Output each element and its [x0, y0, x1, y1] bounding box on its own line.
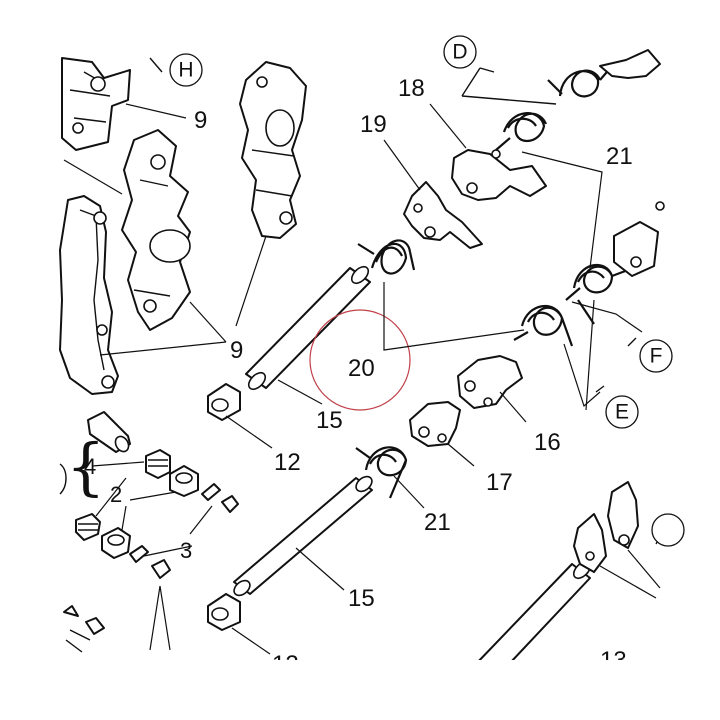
valve-spring-cap-4a	[145, 449, 171, 479]
label-3: 3	[180, 538, 192, 563]
label-17: 17	[486, 469, 513, 496]
ref-circle-d: D	[443, 35, 477, 69]
rocker-shaft-15-lower	[233, 475, 373, 597]
valve-spring-cap-4b	[75, 513, 101, 541]
camshaft-carrier-middle	[121, 129, 191, 331]
label-15-upper: 15	[316, 407, 343, 434]
ref-label-e: E	[615, 401, 629, 424]
label-15-lower: 15	[348, 585, 375, 612]
torsion-spring-top-right	[495, 112, 548, 151]
ref-circle-right-edge	[651, 513, 685, 547]
highlight-circle-20	[309, 309, 411, 411]
label-19: 19	[360, 111, 387, 138]
valve-guide-cylinder	[87, 411, 131, 453]
camshaft-carrier-left	[59, 195, 119, 395]
rocker-arm-18	[451, 149, 547, 201]
cylinder-head-casting	[61, 57, 131, 151]
rocker-arm-bottom-right-b	[607, 481, 639, 549]
rocker-arm-bottom-right-a	[573, 513, 607, 573]
rocker-arm-top-corner	[599, 49, 661, 79]
valve-spring-cap-2a	[169, 465, 199, 497]
ref-circle-f: F	[639, 339, 673, 373]
label-9-bottom: 9	[230, 337, 243, 364]
shaft-plug-12-upper	[207, 383, 241, 421]
torsion-spring-21-right	[565, 263, 629, 325]
ref-label-f: F	[650, 345, 663, 368]
rocker-arm-17	[409, 401, 461, 447]
ref-circle-h: H	[149, 53, 203, 87]
rocker-shaft-15-upper	[245, 265, 371, 391]
ref-label-d: D	[452, 41, 467, 64]
label-12: 12	[274, 449, 301, 476]
ref-circle-e: E	[605, 395, 639, 429]
torsion-spring-top-corner	[547, 65, 613, 98]
bracket-brace: {	[66, 430, 105, 503]
label-20: 20	[348, 355, 375, 382]
label-2: 2	[110, 482, 122, 507]
torsion-spring-left-top	[357, 239, 416, 275]
rocker-arm-19	[403, 181, 483, 249]
valve-cotter-3b	[129, 545, 171, 579]
label-16: 16	[534, 429, 561, 456]
torsion-spring-20-center	[513, 304, 574, 347]
torsion-spring-21-lower	[355, 446, 408, 499]
rocker-arm-right-edge	[613, 201, 665, 277]
label-21-mid: 21	[424, 509, 451, 536]
bottom-crop-mask	[0, 660, 720, 720]
label-18: 18	[398, 75, 425, 102]
ref-label-h: H	[178, 59, 193, 82]
small-fittings-bottom-left	[63, 605, 105, 653]
valve-spring-cap-2b	[101, 527, 131, 559]
camshaft-carrier-right	[239, 61, 307, 239]
label-21-top: 21	[606, 143, 633, 170]
valve-cotter-3a	[201, 483, 239, 513]
rocker-arm-16	[457, 355, 523, 409]
label-9-top: 9	[194, 107, 207, 134]
label-4: 4	[84, 454, 96, 479]
shaft-plug-12-lower	[207, 593, 241, 631]
